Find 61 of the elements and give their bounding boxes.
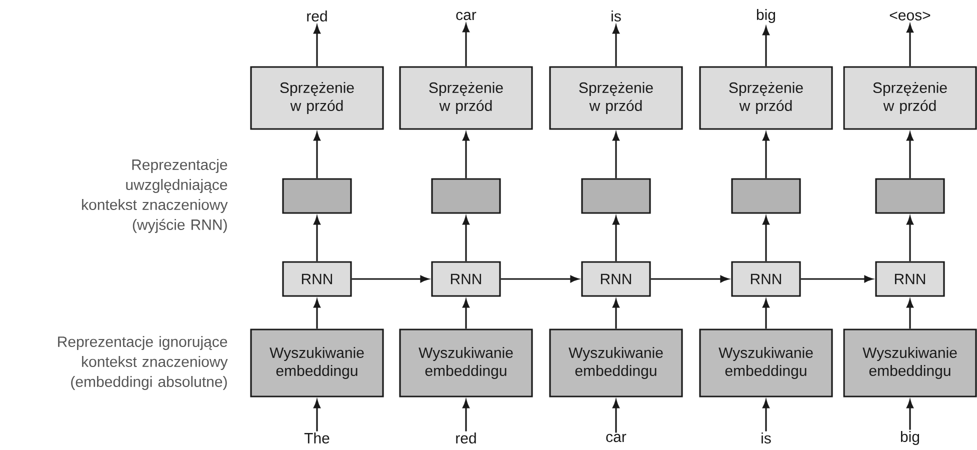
arrow: [762, 299, 770, 329]
hidden-state-box: [431, 178, 501, 214]
hidden-state-box: [875, 178, 945, 214]
arrow: [462, 132, 470, 178]
arrow: [612, 25, 620, 66]
arrow: [906, 216, 914, 262]
feed-forward-box: Sprzężenie w przód: [250, 66, 384, 130]
rnn-box: RNN: [875, 261, 945, 297]
arrow: [612, 299, 620, 329]
arrow: [906, 299, 914, 329]
arrow: [762, 26, 770, 66]
arrow: [314, 25, 320, 66]
arrow: [762, 400, 770, 432]
output-word: is: [612, 10, 621, 22]
rnn-box: RNN: [731, 261, 801, 297]
arrow: [314, 400, 320, 432]
feed-forward-box: Sprzężenie w przód: [549, 66, 683, 130]
rnn-box: RNN: [431, 261, 501, 297]
arrow: [650, 276, 729, 282]
arrow: [612, 216, 620, 262]
rnn-box: RNN: [581, 261, 651, 297]
input-word: car: [606, 434, 626, 442]
arrow: [314, 132, 320, 178]
feed-forward-box: Sprzężenie w przód: [699, 66, 833, 130]
output-word: red: [307, 10, 327, 22]
side-note: Reprezentacje uwzględniające kontekst znaczeniowy (wyjście RNN): [82, 159, 228, 233]
input-word: is: [762, 432, 771, 444]
arrow: [906, 24, 914, 66]
arrow: [314, 299, 320, 329]
arrow: [462, 24, 470, 66]
arrow: [612, 132, 620, 178]
side-note: Reprezentacje ignorujące kontekst znaczeniowy (embeddingi absolutne): [58, 336, 228, 390]
arrow: [612, 400, 620, 433]
embedding-lookup-box: Wyszukiwanie embeddingu: [699, 328, 833, 398]
arrow: [800, 276, 873, 282]
arrow: [352, 276, 429, 282]
arrow: [906, 400, 914, 430]
hidden-state-box: [731, 178, 801, 214]
input-word: big: [900, 431, 920, 445]
hidden-state-box: [282, 178, 352, 214]
embedding-lookup-box: Wyszukiwanie embeddingu: [549, 328, 683, 398]
arrow: [906, 132, 914, 178]
embedding-lookup-box: Wyszukiwanie embeddingu: [399, 328, 533, 398]
hidden-state-box: [581, 178, 651, 214]
arrow: [500, 276, 579, 282]
output-word: big: [756, 9, 776, 23]
feed-forward-box: Sprzężenie w przód: [843, 66, 977, 130]
feed-forward-box: Sprzężenie w przód: [399, 66, 533, 130]
input-word: The: [304, 432, 330, 444]
arrow: [462, 299, 470, 329]
arrow: [314, 216, 320, 262]
arrow: [762, 132, 770, 178]
arrow: [462, 400, 470, 432]
embedding-lookup-box: Wyszukiwanie embeddingu: [250, 328, 384, 398]
rnn-box: RNN: [282, 261, 352, 297]
arrow: [462, 216, 470, 262]
arrow: [762, 216, 770, 262]
output-word: <eos>: [890, 12, 930, 20]
output-word: car: [456, 12, 476, 20]
embedding-lookup-box: Wyszukiwanie embeddingu: [843, 328, 977, 398]
input-word: red: [456, 432, 476, 444]
